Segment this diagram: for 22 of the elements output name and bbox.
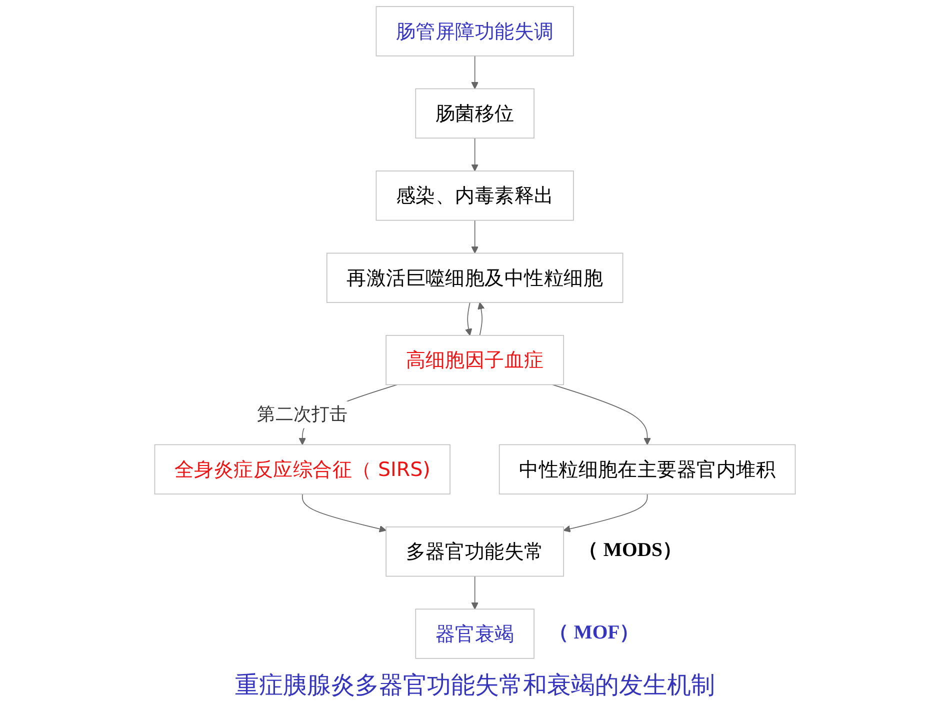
process-box: 再激活巨噬细胞及中性粒细胞 <box>326 252 624 303</box>
caption: 重症胰腺炎多器官功能失常和衰竭的发生机制 <box>235 670 715 701</box>
arrow <box>471 55 478 90</box>
arrow <box>302 494 386 532</box>
process-box: 高细胞因子血症 <box>386 334 564 386</box>
arrow <box>465 302 472 336</box>
process-box: 多器官功能失常 <box>386 526 564 577</box>
process-box: 全身炎症反应综合征（ SIRS) <box>154 444 450 494</box>
arrow <box>471 138 478 172</box>
arrow <box>478 302 485 336</box>
node-annotation: （ MOF） <box>548 621 640 644</box>
edge-label: 第二次打击 <box>257 401 348 428</box>
process-box: 肠菌移位 <box>415 88 534 138</box>
arrow <box>552 384 651 446</box>
process-box: 感染、内毒素释出 <box>376 170 574 221</box>
arrow <box>563 494 648 532</box>
process-box: 器官衰竭 <box>415 608 534 659</box>
process-box: 中性粒细胞在主要器官内堆积 <box>498 444 796 494</box>
node-annotation: （ MODS） <box>578 539 682 562</box>
arrow <box>471 576 478 610</box>
process-box: 肠管屏障功能失调 <box>376 6 574 56</box>
arrow <box>471 220 478 254</box>
